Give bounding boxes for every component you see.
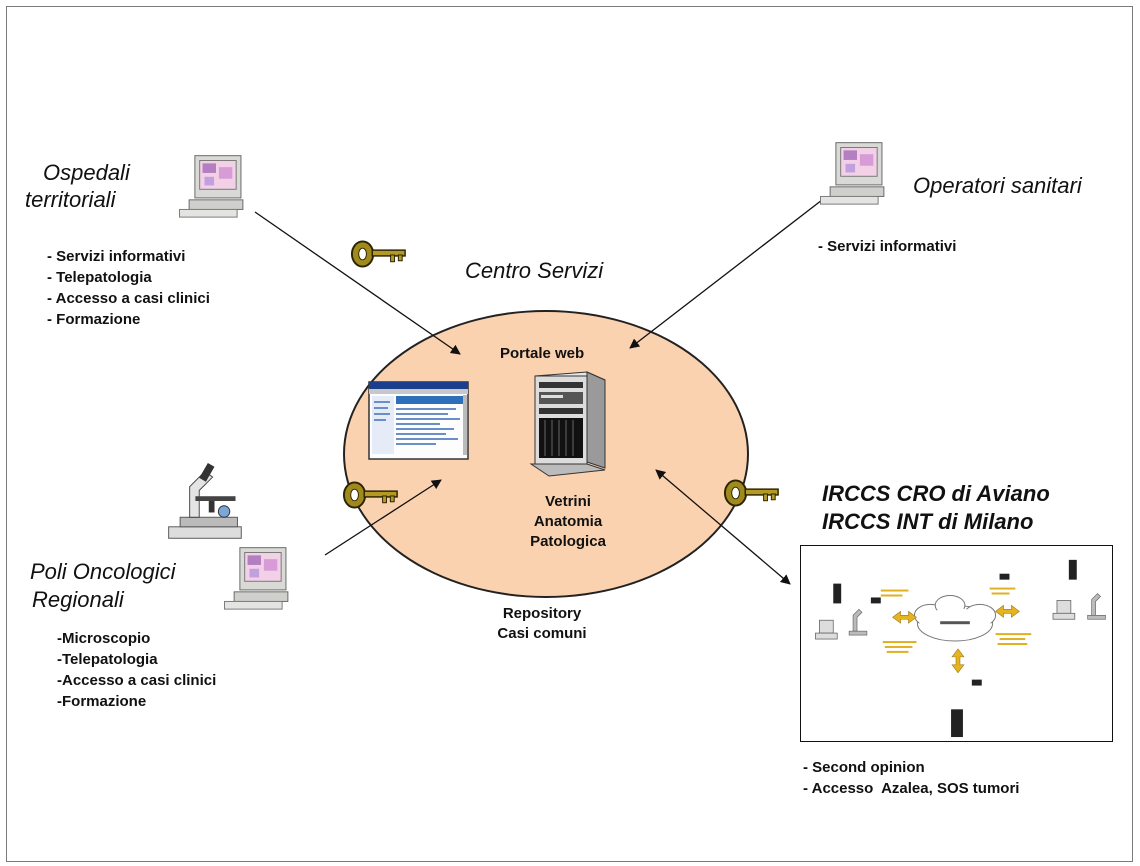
list-item: - Servizi informativi [818, 238, 957, 255]
poli-services-list: -Microscopio -Telepatologia -Accesso a c… [57, 628, 216, 712]
microscope-icon [168, 462, 242, 539]
key-icon [350, 240, 406, 268]
list-item: - Accesso Azalea, SOS tumori [803, 780, 1020, 797]
list-item: -Telepatologia [57, 651, 158, 668]
ospedali-title-line1: Ospedali [43, 160, 130, 185]
list-item: -Formazione [57, 693, 147, 710]
poli-title-line2: Regionali [32, 587, 124, 612]
arrow-ospedali-to-portal [254, 211, 461, 355]
computer-icon [224, 547, 289, 610]
poli-title-line1: Poli Oncologici [30, 559, 176, 584]
arrow-center-irccs [655, 469, 791, 585]
centro-servizi-title: Centro Servizi [465, 258, 604, 283]
repository-label-line2: Casi comuni [497, 625, 587, 642]
list-item: - Formazione [47, 311, 141, 328]
arrow-operatori-to-portal [629, 199, 823, 349]
key-icon [342, 481, 398, 509]
server-icon [529, 371, 606, 477]
portal-web-label: Portale web [500, 345, 585, 362]
browser-window-icon [368, 381, 469, 460]
server-label-line2: Anatomia [533, 513, 603, 530]
list-item: -Accesso a casi clinici [57, 672, 217, 689]
diagram-frame [6, 6, 1133, 862]
operatori-title: Operatori sanitari [913, 173, 1082, 198]
list-item: - Second opinion [803, 759, 925, 776]
key-icon [723, 479, 779, 507]
computer-icon [179, 155, 244, 218]
list-item: - Accesso a casi clinici [47, 290, 210, 307]
irccs-title-line1: IRCCS CRO di Aviano [822, 481, 1050, 506]
repository-label-line1: Repository [502, 605, 582, 622]
ospedali-services-list: - Servizi informativi - Telepatologia - … [47, 246, 210, 330]
arrow-poli-to-center [324, 479, 442, 556]
irccs-network-box [800, 545, 1113, 742]
server-label-line1: Vetrini [545, 493, 591, 510]
list-item: -Microscopio [57, 630, 151, 647]
irccs-title-line2: IRCCS INT di Milano [822, 509, 1034, 534]
irccs-services-list: - Second opinion - Accesso Azalea, SOS t… [803, 757, 1019, 799]
server-label-line3: Patologica [530, 533, 606, 550]
list-item: - Servizi informativi [47, 248, 186, 265]
list-item: - Telepatologia [47, 269, 152, 286]
operatori-services-list: - Servizi informativi [818, 236, 956, 257]
computer-icon [820, 142, 885, 205]
ospedali-title-line2: territoriali [25, 187, 116, 212]
network-illustration [815, 559, 1106, 738]
